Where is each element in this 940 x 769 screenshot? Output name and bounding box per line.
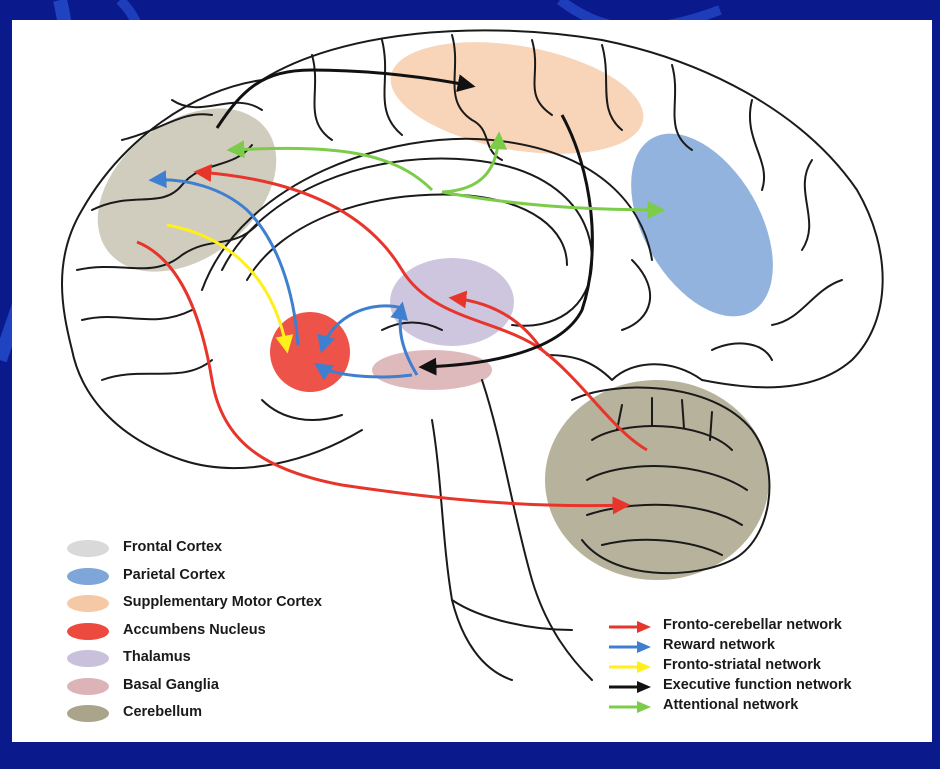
region-cerebellum: [545, 380, 769, 580]
legend-arrow-icon: [607, 639, 653, 655]
legend-label: Supplementary Motor Cortex: [123, 594, 322, 610]
green-arrow-hub-to-parietal: [442, 192, 662, 210]
legend-label: Frontal Cortex: [123, 539, 222, 555]
legend-swatch: [67, 650, 109, 667]
legend-swatch: [67, 623, 109, 640]
legend-swatch: [67, 568, 109, 585]
legend-label: Cerebellum: [123, 704, 202, 720]
legend-arrow-icon: [607, 699, 653, 715]
legend-label: Basal Ganglia: [123, 677, 219, 693]
region-frontal-cortex: [66, 75, 307, 305]
region-basal-ganglia: [372, 350, 492, 390]
legend-swatch: [67, 705, 109, 722]
region-supplementary-motor-cortex: [382, 25, 652, 172]
legend-arrow-icon: [607, 679, 653, 695]
legend-label: Attentional network: [663, 697, 798, 713]
legend-label: Fronto-striatal network: [663, 657, 821, 673]
region-thalamus: [390, 258, 514, 346]
legend-swatch: [67, 595, 109, 612]
legend-label: Thalamus: [123, 649, 191, 665]
legend-label: Parietal Cortex: [123, 567, 225, 583]
legend-arrow-icon: [607, 659, 653, 675]
legend-label: Reward network: [663, 637, 775, 653]
legend-swatch: [67, 678, 109, 695]
legend-label: Accumbens Nucleus: [123, 622, 266, 638]
legend-label: Fronto-cerebellar network: [663, 617, 842, 633]
legend-swatch: [67, 540, 109, 557]
legend-arrow-icon: [607, 619, 653, 635]
legend-label: Executive function network: [663, 677, 852, 693]
region-parietal-cortex: [602, 109, 802, 340]
